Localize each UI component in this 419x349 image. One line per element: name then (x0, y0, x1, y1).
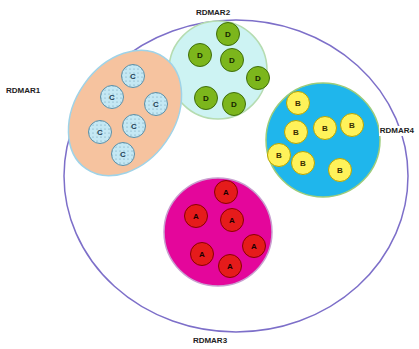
member-circle: D (246, 66, 270, 90)
region-label: RDMAR3 (192, 336, 228, 346)
member-circle: D (220, 48, 244, 72)
member-circle: B (291, 151, 315, 175)
member-letter: D (197, 51, 203, 60)
member-circle: B (340, 113, 364, 137)
member-letter: C (153, 100, 159, 109)
member-circle: D (216, 22, 240, 46)
member-circle: D (188, 43, 212, 67)
member-circle: A (184, 204, 208, 228)
member-letter: A (229, 216, 235, 225)
member-circle: B (328, 158, 352, 182)
member-letter: D (255, 74, 261, 83)
member-circle: A (190, 242, 214, 266)
member-letter: B (276, 151, 282, 160)
member-letter: B (349, 121, 355, 130)
member-circle: C (111, 142, 135, 166)
member-letter: B (293, 128, 299, 137)
member-circle: C (121, 64, 145, 88)
region-label: RDMAR4 (379, 126, 415, 136)
member-letter: C (97, 128, 103, 137)
member-letter: D (231, 100, 237, 109)
member-circle: B (267, 143, 291, 167)
member-circle: B (286, 91, 310, 115)
member-letter: A (227, 262, 233, 271)
region-label: RDMAR2 (195, 8, 231, 18)
member-circle: C (88, 120, 112, 144)
region-label: RDMAR1 (5, 86, 41, 96)
member-letter: A (251, 242, 257, 251)
member-circle: D (194, 86, 218, 110)
region-group: RDMAR2DDDDDD (168, 20, 268, 120)
member-letter: C (131, 122, 137, 131)
member-letter: B (337, 166, 343, 175)
member-circle: B (284, 120, 308, 144)
region-outline (265, 82, 381, 198)
member-letter: A (199, 250, 205, 259)
member-letter: D (225, 30, 231, 39)
member-letter: C (120, 150, 126, 159)
member-letter: B (322, 124, 328, 133)
region-group: RDMAR3AAAAAA (163, 177, 273, 287)
member-letter: D (203, 94, 209, 103)
member-circle: A (218, 254, 242, 278)
member-letter: B (300, 159, 306, 168)
member-letter: A (193, 212, 199, 221)
member-circle: D (222, 92, 246, 116)
member-circle: C (122, 114, 146, 138)
member-letter: C (130, 72, 136, 81)
member-letter: A (223, 188, 229, 197)
region-group: RDMAR4BBBBBBB (265, 82, 381, 198)
member-letter: C (109, 93, 115, 102)
member-circle: A (242, 234, 266, 258)
member-circle: C (144, 92, 168, 116)
member-circle: A (220, 208, 244, 232)
region-group: RDMAR1CCCCCC (60, 38, 190, 188)
member-letter: D (229, 56, 235, 65)
member-circle: B (313, 116, 337, 140)
member-circle: A (214, 180, 238, 204)
member-circle: C (100, 85, 124, 109)
member-letter: B (295, 99, 301, 108)
